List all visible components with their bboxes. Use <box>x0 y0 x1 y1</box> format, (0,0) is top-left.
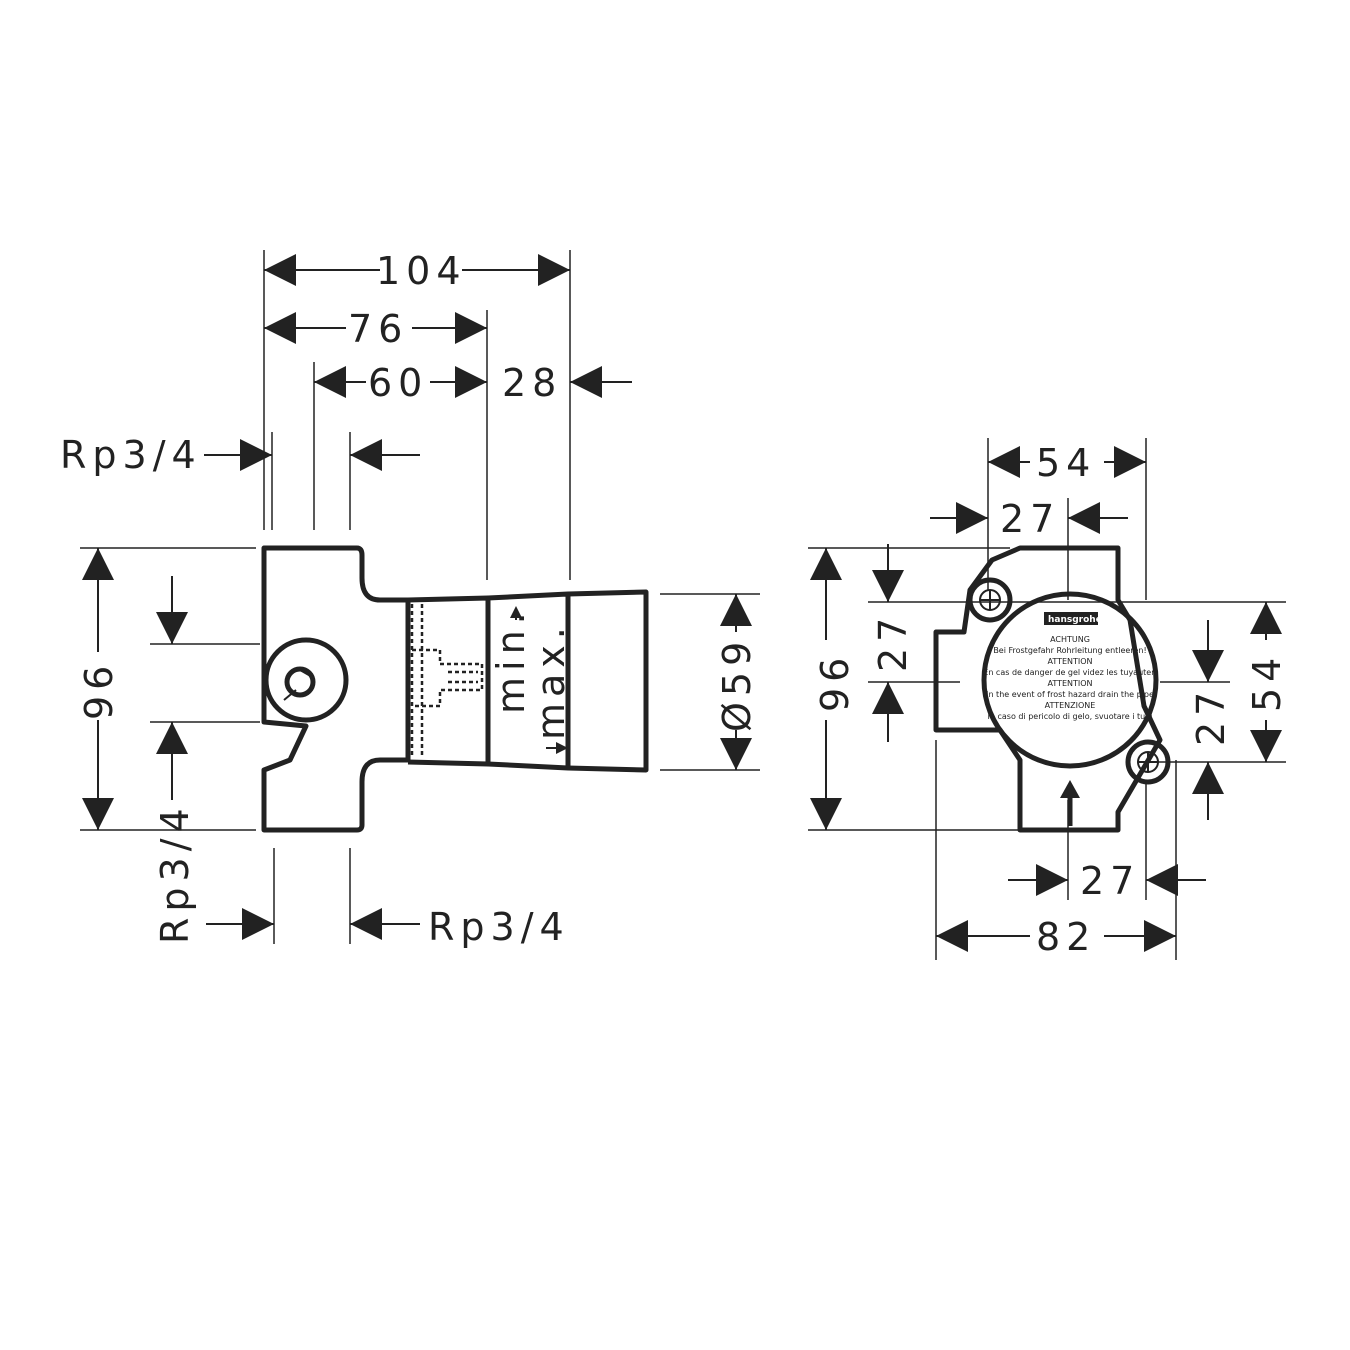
dim-27-right: 27 <box>1189 686 1233 746</box>
label-line-5: In the event of frost hazard drain the p… <box>986 690 1154 699</box>
side-view-body <box>261 545 411 833</box>
label-line-7: In caso di pericolo di gelo, svuotare i … <box>988 712 1153 721</box>
dim-54-top: 54 <box>1036 441 1096 485</box>
label-line-2: ATTENTION <box>1047 657 1092 666</box>
side-view-inlet-port-inner <box>284 666 316 698</box>
dim-60: 60 <box>368 361 428 405</box>
dim-96-side: 96 <box>77 660 121 720</box>
label-max: max. <box>529 621 573 740</box>
side-view-extension-lines <box>80 250 760 944</box>
front-view: hansgrohe ACHTUNG Bei Frostgefahr Rohrle… <box>808 438 1289 960</box>
arrow <box>264 254 296 286</box>
dim-27-left: 27 <box>871 612 915 672</box>
label-line-1: Bei Frostgefahr Rohrleitung entleeren! <box>993 646 1146 655</box>
dim-104: 104 <box>376 249 467 293</box>
dim-28: 28 <box>502 361 562 405</box>
side-view-sleeve-2 <box>487 591 571 771</box>
label-line-3: En cas de danger de gel videz les tuyaut… <box>983 668 1156 677</box>
side-view-hidden-lines <box>410 604 484 756</box>
dim-27-bottom: 27 <box>1080 859 1140 903</box>
brand-text: hansgrohe <box>1048 615 1102 625</box>
label-min: min. <box>489 606 533 714</box>
side-view-inlet-port <box>263 637 349 723</box>
brand-badge <box>1044 612 1098 625</box>
front-view-connector-top <box>967 577 1013 623</box>
dim-diameter-59: Ø59 <box>715 636 759 732</box>
label-line-4: ATTENTION <box>1047 679 1092 688</box>
dim-82: 82 <box>1036 915 1096 959</box>
front-view-extension-lines <box>808 438 1286 960</box>
label-line-0: ACHTUNG <box>1050 635 1090 644</box>
dim-76: 76 <box>348 307 408 351</box>
thread-label-bottom: Rp3/4 <box>428 905 570 949</box>
dim-54-right: 54 <box>1245 652 1289 712</box>
label-line-6: ATTENZIONE <box>1045 701 1096 710</box>
front-view-body <box>933 545 1163 833</box>
side-view: 104 76 60 28 Rp3/4 96 Rp3/4 <box>60 249 760 949</box>
side-view-sleeve-1 <box>407 595 491 767</box>
thread-label-top: Rp3/4 <box>60 433 202 477</box>
arrow <box>538 254 570 286</box>
dim-96-front: 96 <box>813 652 857 712</box>
warning-label: hansgrohe ACHTUNG Bei Frostgefahr Rohrle… <box>983 612 1157 721</box>
dim-27-top: 27 <box>1000 497 1060 541</box>
thread-label-left: Rp3/4 <box>153 802 197 944</box>
front-view-cartridge <box>981 591 1159 769</box>
side-view-sleeve-3 <box>567 589 649 773</box>
